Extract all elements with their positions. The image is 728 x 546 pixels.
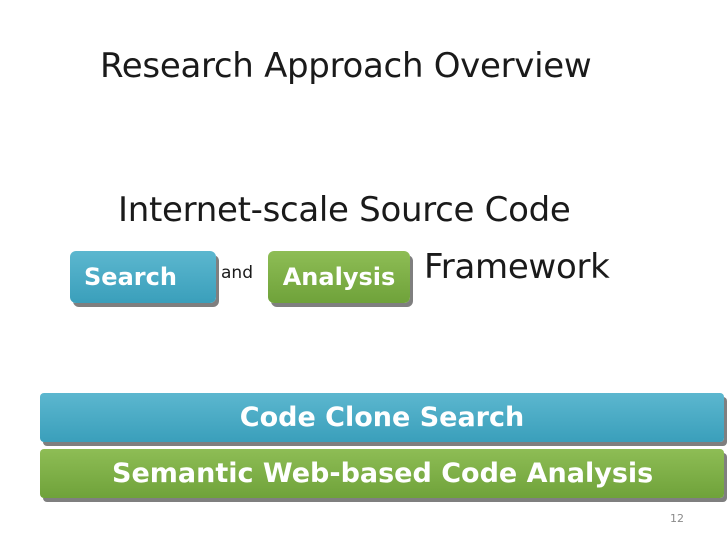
semantic-code-analysis-bar: Semantic Web-based Code Analysis [40,449,724,498]
connector-text: and [221,263,253,283]
analysis-chip: Analysis [268,251,410,303]
subtitle-tail: Framework [424,247,610,287]
code-clone-search-bar: Code Clone Search [40,393,724,442]
search-chip: Search [70,251,216,303]
page-number: 12 [670,512,684,525]
subtitle-line1: Internet-scale Source Code [118,190,571,230]
slide-title: Research Approach Overview [100,46,592,86]
